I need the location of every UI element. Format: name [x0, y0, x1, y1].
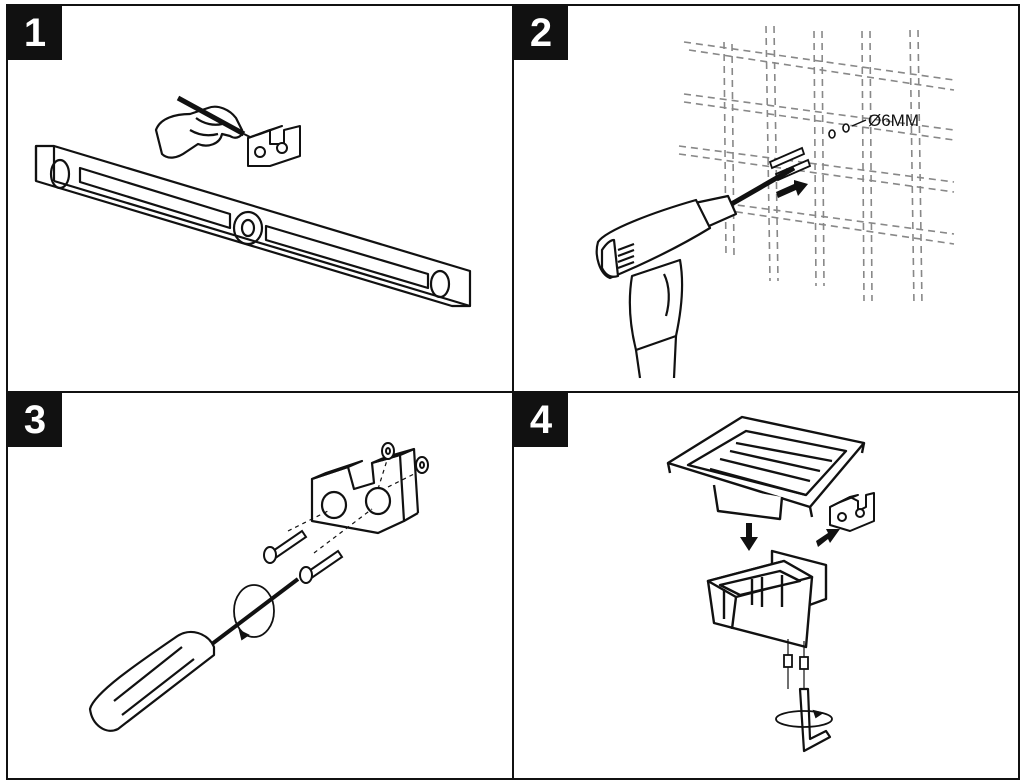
step-3-badge: 3 [8, 393, 62, 447]
screwdriver-icon [88, 577, 300, 732]
washer-icon [381, 442, 429, 474]
step-2-illustration: Ø6MM [595, 25, 955, 379]
step-3-illustration [88, 442, 429, 732]
guide-lines [287, 456, 417, 554]
step-4-illustration [666, 415, 875, 753]
insert-arrow-icon [740, 523, 840, 551]
step-3-panel: 3 [6, 391, 514, 780]
spirit-level-icon [34, 144, 472, 308]
leader-line [851, 119, 867, 127]
hole-diameter-label: Ø6MM [868, 111, 919, 130]
mounting-bracket-icon [829, 492, 875, 532]
screw-icon [263, 529, 344, 584]
set-screw-icon [783, 654, 809, 670]
step-2-badge: 2 [514, 6, 568, 60]
step-2-panel: 2 [512, 4, 1020, 393]
rotation-arrow-icon [775, 709, 833, 728]
mounting-bracket-icon [310, 447, 420, 535]
step-1-panel: 1 [6, 4, 514, 393]
hex-key-icon [798, 687, 832, 753]
step-1-illustration [34, 95, 472, 308]
soap-dish-icon [666, 415, 866, 521]
screw-guides [787, 639, 805, 689]
step-1-badge: 1 [8, 6, 62, 60]
holder-base-icon [706, 549, 828, 649]
step-4-badge: 4 [514, 393, 568, 447]
step-4-panel: 4 [512, 391, 1020, 780]
mounting-bracket-icon [247, 125, 301, 167]
tile-grid [678, 25, 955, 307]
drill-icon [595, 165, 796, 379]
push-arrow-icon [776, 180, 808, 198]
rotation-arrow-icon [233, 584, 275, 641]
drill-holes [828, 123, 850, 139]
hand-pencil-icon [154, 95, 251, 159]
